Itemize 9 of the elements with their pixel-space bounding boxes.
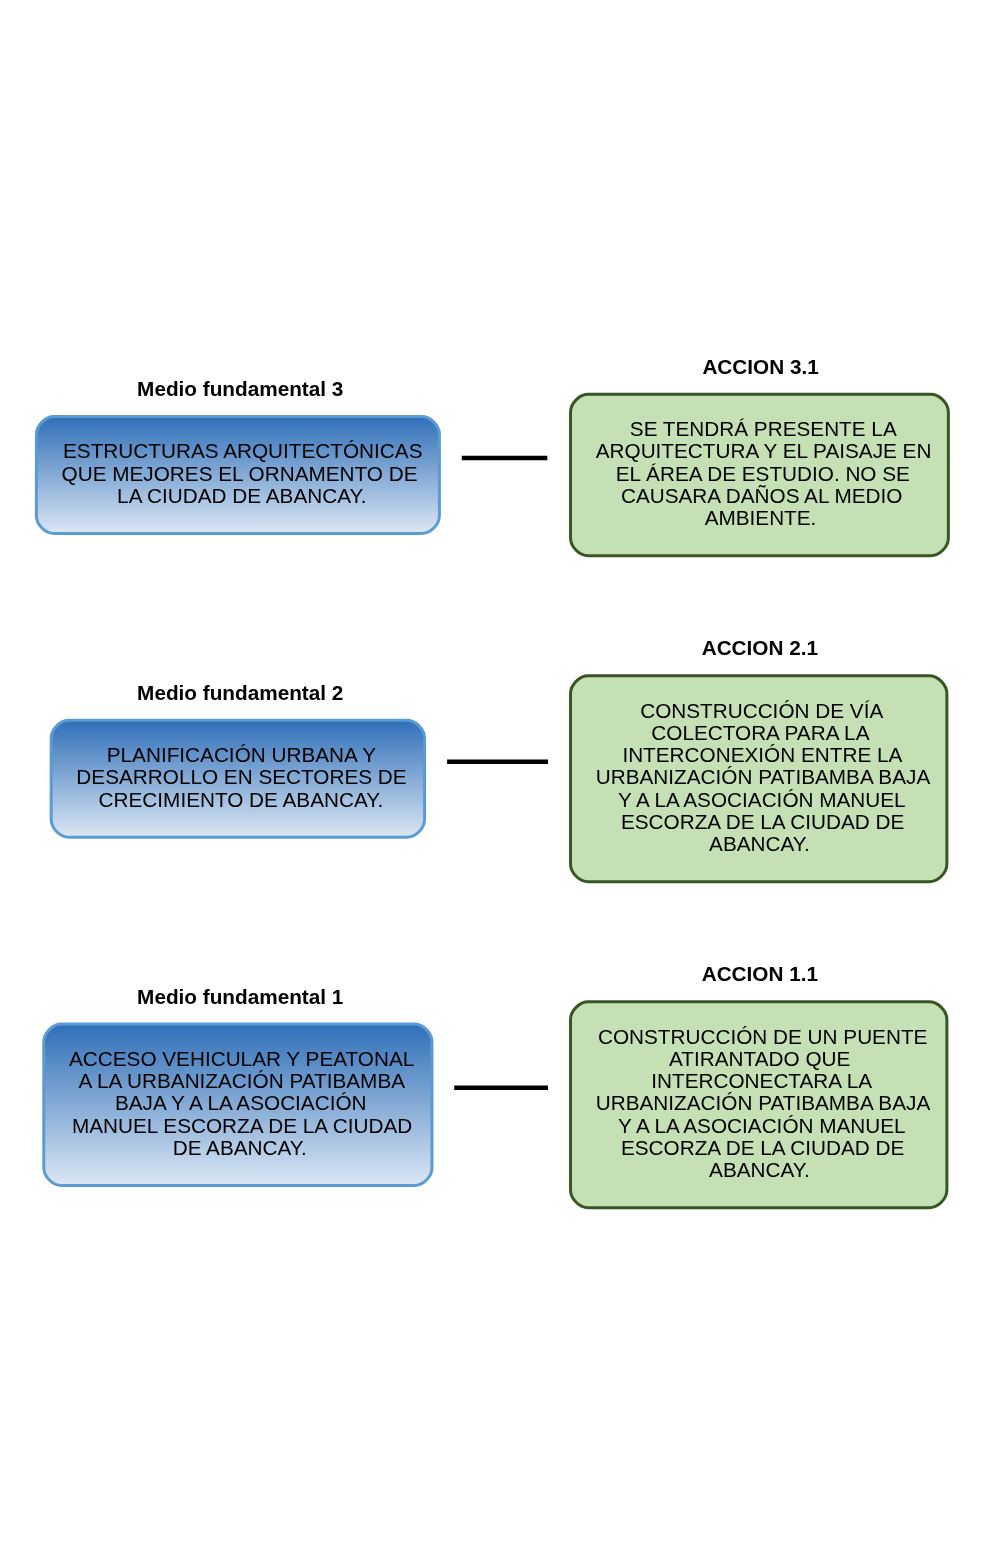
node-label: ACCION 1.1 xyxy=(701,961,819,985)
node-label: Medio fundamental 2 xyxy=(137,680,344,704)
connector xyxy=(447,759,548,764)
node-label: ACCION 2.1 xyxy=(701,635,819,659)
node-label: Medio fundamental 1 xyxy=(137,984,344,1008)
node-label: ACCION 3.1 xyxy=(702,354,819,378)
node-label: Medio fundamental 3 xyxy=(137,376,344,400)
connector xyxy=(461,455,548,460)
connector xyxy=(454,1085,549,1090)
